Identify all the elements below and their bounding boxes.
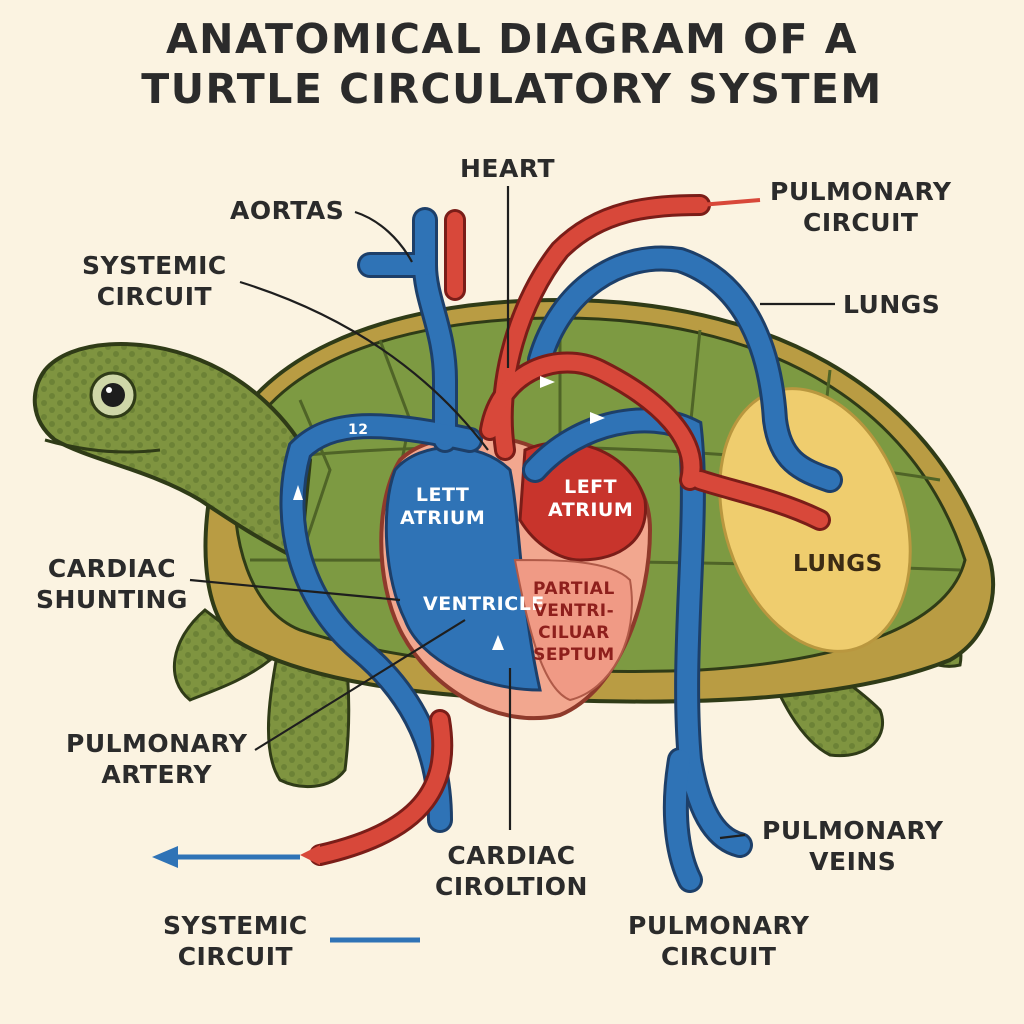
red-arrowhead-bottom xyxy=(300,845,320,865)
label-lungs: LUNGS xyxy=(843,290,941,319)
cardiac-shunting-line-1: CARDIAC xyxy=(47,554,177,583)
septum-line-4: SEPTUM xyxy=(533,645,615,665)
septum-label: PARTIAL VENTRI- CILUAR SEPTUM xyxy=(533,578,615,666)
red-arrowhead-top xyxy=(690,198,712,212)
left-atrium-blue-line-2: ATRIUM xyxy=(400,507,486,529)
leader-lines xyxy=(189,186,835,840)
label-heart: HEART xyxy=(460,154,556,183)
label-pulmonary-veins: PULMONARY VEINS xyxy=(762,815,943,877)
label-pulmonary-circuit-top: PULMONARY CIRCUIT xyxy=(770,176,951,238)
left-atrium-red-line-1: LEFT xyxy=(564,476,618,498)
turtle-head xyxy=(32,341,313,564)
flow-arrows xyxy=(293,376,605,650)
ventricle-label: VENTRICLE xyxy=(423,593,545,615)
left-atrium-red-label: LEFT ATRIUM xyxy=(548,476,633,522)
left-atrium-red-line-2: ATRIUM xyxy=(548,499,634,521)
title-line-1: ANATOMICAL DIAGRAM OF A xyxy=(165,15,859,63)
pulmonary-veins-line-1: PULMONARY xyxy=(762,816,944,845)
left-atrium-blue-label: LETT ATRIUM xyxy=(400,484,485,530)
label-systemic-circuit-bottom: SYSTEMIC CIRCUIT xyxy=(163,910,308,972)
septum-line-3: CILUAR xyxy=(538,623,610,643)
systemic-circuit-top-line-1: SYSTEMIC xyxy=(82,251,227,280)
left-atrium-blue-line-1: LETT xyxy=(415,484,470,506)
lungs-organ-label: LUNGS xyxy=(793,551,883,577)
systemic-circuit-bottom-line-1: SYSTEMIC xyxy=(163,911,308,940)
label-cardiac-circulation: CARDIAC CIROLTION xyxy=(435,840,588,902)
pulmonary-circuit-bottom-line-2: CIRCUIT xyxy=(661,942,777,971)
pulmonary-circuit-top-line-2: CIRCUIT xyxy=(803,208,919,237)
pulmonary-circuit-top-line-1: PULMONARY xyxy=(770,177,952,206)
systemic-circuit-bottom-line-2: CIRCUIT xyxy=(177,942,294,971)
cardiac-circulation-line-1: CARDIAC xyxy=(447,841,576,870)
title-line-2: TURTLE CIRCULATORY SYSTEM xyxy=(141,65,883,113)
vessel-mark-label: 12 xyxy=(348,422,369,438)
label-systemic-circuit-top: SYSTEMIC CIRCUIT xyxy=(82,250,227,312)
label-pulmonary-circuit-bottom: PULMONARY CIRCUIT xyxy=(628,910,809,972)
cardiac-circulation-line-2: CIROLTION xyxy=(435,872,588,901)
pulmonary-veins-line-2: VEINS xyxy=(809,847,897,876)
pulmonary-artery-line-1: PULMONARY xyxy=(66,729,248,758)
septum-line-2: VENTRI- xyxy=(533,601,615,621)
cardiac-shunting-line-2: SHUNTING xyxy=(36,585,188,614)
blue-arrowhead-bottom xyxy=(152,846,178,868)
pulmonary-artery-line-2: ARTERY xyxy=(101,760,213,789)
blue-vessel-fill xyxy=(282,210,840,890)
pulmonary-circuit-bottom-line-1: PULMONARY xyxy=(628,911,810,940)
septum-line-1: PARTIAL xyxy=(533,579,615,599)
label-cardiac-shunting: CARDIAC SHUNTING xyxy=(36,553,188,615)
systemic-circuit-top-line-2: CIRCUIT xyxy=(96,282,213,311)
red-vessel-fill xyxy=(312,197,828,863)
label-aortas: AORTAS xyxy=(230,196,345,225)
label-pulmonary-artery: PULMONARY ARTERY xyxy=(66,728,247,790)
red-flow-line-top xyxy=(699,198,761,207)
heart xyxy=(379,434,653,721)
page-title: ANATOMICAL DIAGRAM OF A TURTLE CIRCULATO… xyxy=(0,14,1024,114)
